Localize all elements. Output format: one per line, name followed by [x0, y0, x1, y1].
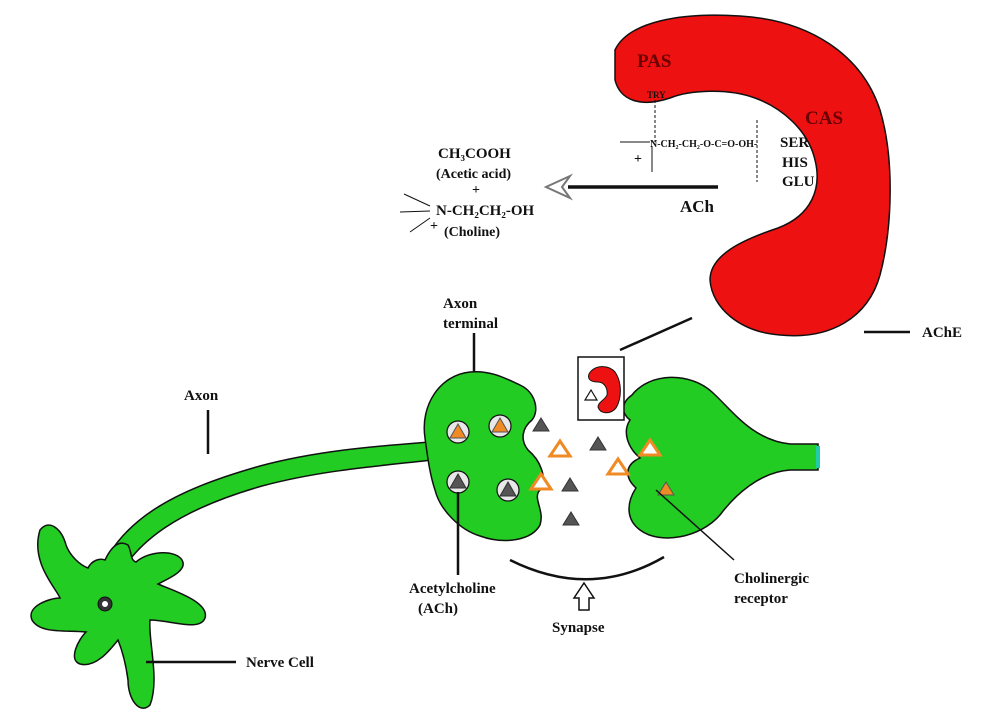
- choline-plus: +: [430, 219, 438, 234]
- cell-body-shape: [30, 524, 206, 709]
- mini-ache-enzyme: [588, 366, 621, 414]
- ache-enzyme-shape: [614, 14, 891, 337]
- cas-label: CAS: [805, 108, 843, 129]
- acetic-acid-formula: CH₃COOH: [438, 146, 511, 162]
- pas-label: PAS: [637, 51, 671, 72]
- vesicle: [496, 478, 520, 502]
- glu-label: GLU: [782, 174, 815, 190]
- ache-zoom-box: [577, 356, 625, 421]
- hydrolysis-arrow: ACh: [543, 173, 718, 216]
- nerve-cell-label: Nerve Cell: [246, 655, 314, 671]
- axon-label: Axon: [184, 388, 219, 404]
- vesicle: [446, 420, 470, 444]
- ach-arrow-label: ACh: [680, 197, 715, 216]
- choline-name: (Choline): [444, 225, 500, 240]
- acetylcholine-label-line2: (ACh): [418, 601, 458, 617]
- choline-formula: N-CH₂CH₂-OH: [436, 203, 534, 219]
- synapse-arc: [509, 555, 665, 581]
- receptor-label-line2: receptor: [734, 591, 788, 607]
- hydrolysis-arrow-head: [543, 173, 574, 201]
- nucleolus: [102, 601, 108, 607]
- ser-label: SER: [780, 135, 809, 151]
- ach-molecule: [589, 436, 607, 451]
- choline-bond-2: [399, 210, 431, 213]
- synapse-label: Synapse: [552, 620, 605, 636]
- acetylcholine-label-line1: Acetylcholine: [409, 581, 496, 597]
- ache-label: AChE: [922, 325, 962, 341]
- products-plus: +: [472, 183, 480, 198]
- ach-molecule: [657, 481, 675, 496]
- active-site-chemistry: TRY N-CH₂-CH₂-O-C=O-OH- SER HIS GLU +: [620, 90, 815, 190]
- synapse-arrow: [572, 581, 596, 611]
- axon-terminal-label-line1: Axon: [443, 296, 478, 312]
- nerve-cell: [30, 441, 433, 709]
- axon-terminal-shape: [423, 370, 544, 542]
- hydrolysis-products: CH₃COOH (Acetic acid) + N-CH₂CH₂-OH (Cho…: [399, 146, 534, 240]
- postsynaptic-neuron-shape: [622, 376, 819, 539]
- vesicle: [488, 414, 512, 438]
- acetic-acid-name: (Acetic acid): [436, 167, 511, 182]
- ach-molecule: [547, 438, 573, 458]
- synaptic-vesicles: [446, 414, 520, 502]
- ach-molecule: [532, 417, 550, 432]
- ach-molecule: [605, 456, 631, 476]
- try-label: TRY: [647, 90, 666, 100]
- ach-molecule: [528, 471, 554, 491]
- receptor-leader: [655, 489, 735, 561]
- vesicle: [446, 470, 470, 494]
- postsynaptic-edge-mark: [816, 446, 820, 468]
- mini-ach-molecule: [583, 388, 599, 401]
- ach-molecule: [561, 477, 579, 492]
- zoom-connector-line: [619, 316, 693, 352]
- axon-terminal-label-line2: terminal: [443, 316, 498, 332]
- ach-molecule: [637, 437, 663, 457]
- choline-bond-3: [409, 217, 431, 233]
- substrate-chain-label: N-CH₂-CH₂-O-C=O-OH-: [650, 139, 757, 150]
- ach-molecule: [562, 511, 580, 526]
- ach-molecules: [528, 417, 675, 526]
- his-label: HIS: [782, 155, 808, 171]
- ache-enzyme: PAS CAS: [614, 14, 891, 337]
- choline-bond-1: [403, 193, 431, 207]
- active-site-plus: +: [634, 152, 642, 167]
- receptor-label-line1: Cholinergic: [734, 571, 809, 587]
